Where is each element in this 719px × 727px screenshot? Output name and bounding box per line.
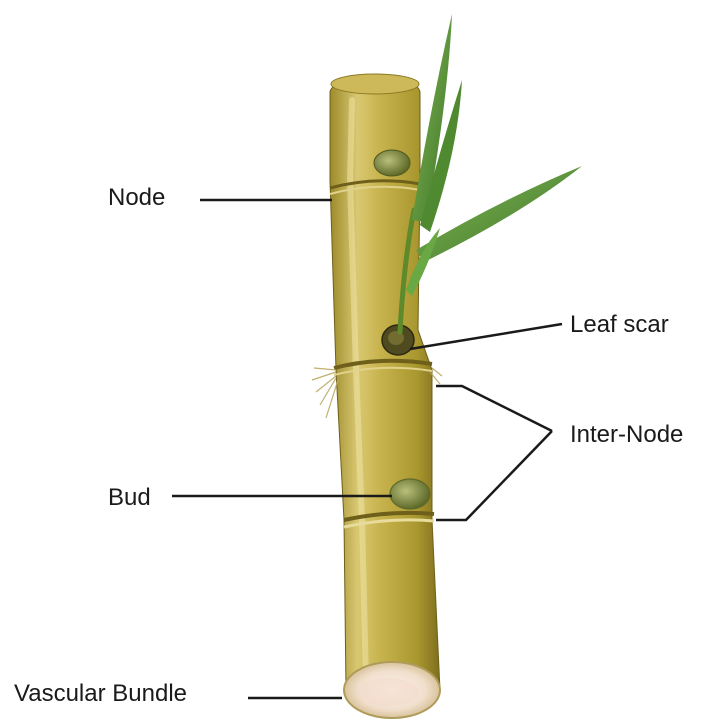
label-vascular-bundle: Vascular Bundle — [14, 682, 187, 706]
label-inter-node: Inter-Node — [570, 423, 683, 447]
label-bud: Bud — [108, 486, 151, 510]
bud-icon — [390, 479, 430, 509]
inter-node-leader-line-bottom — [436, 431, 552, 520]
label-node: Node — [108, 186, 165, 210]
top-bud — [374, 150, 410, 176]
leaf-shoot — [400, 14, 582, 332]
leaf-scar-leader-line — [410, 324, 562, 349]
inter-node-leader-line-top — [436, 386, 552, 431]
label-leaf-scar: Leaf scar — [570, 313, 669, 337]
